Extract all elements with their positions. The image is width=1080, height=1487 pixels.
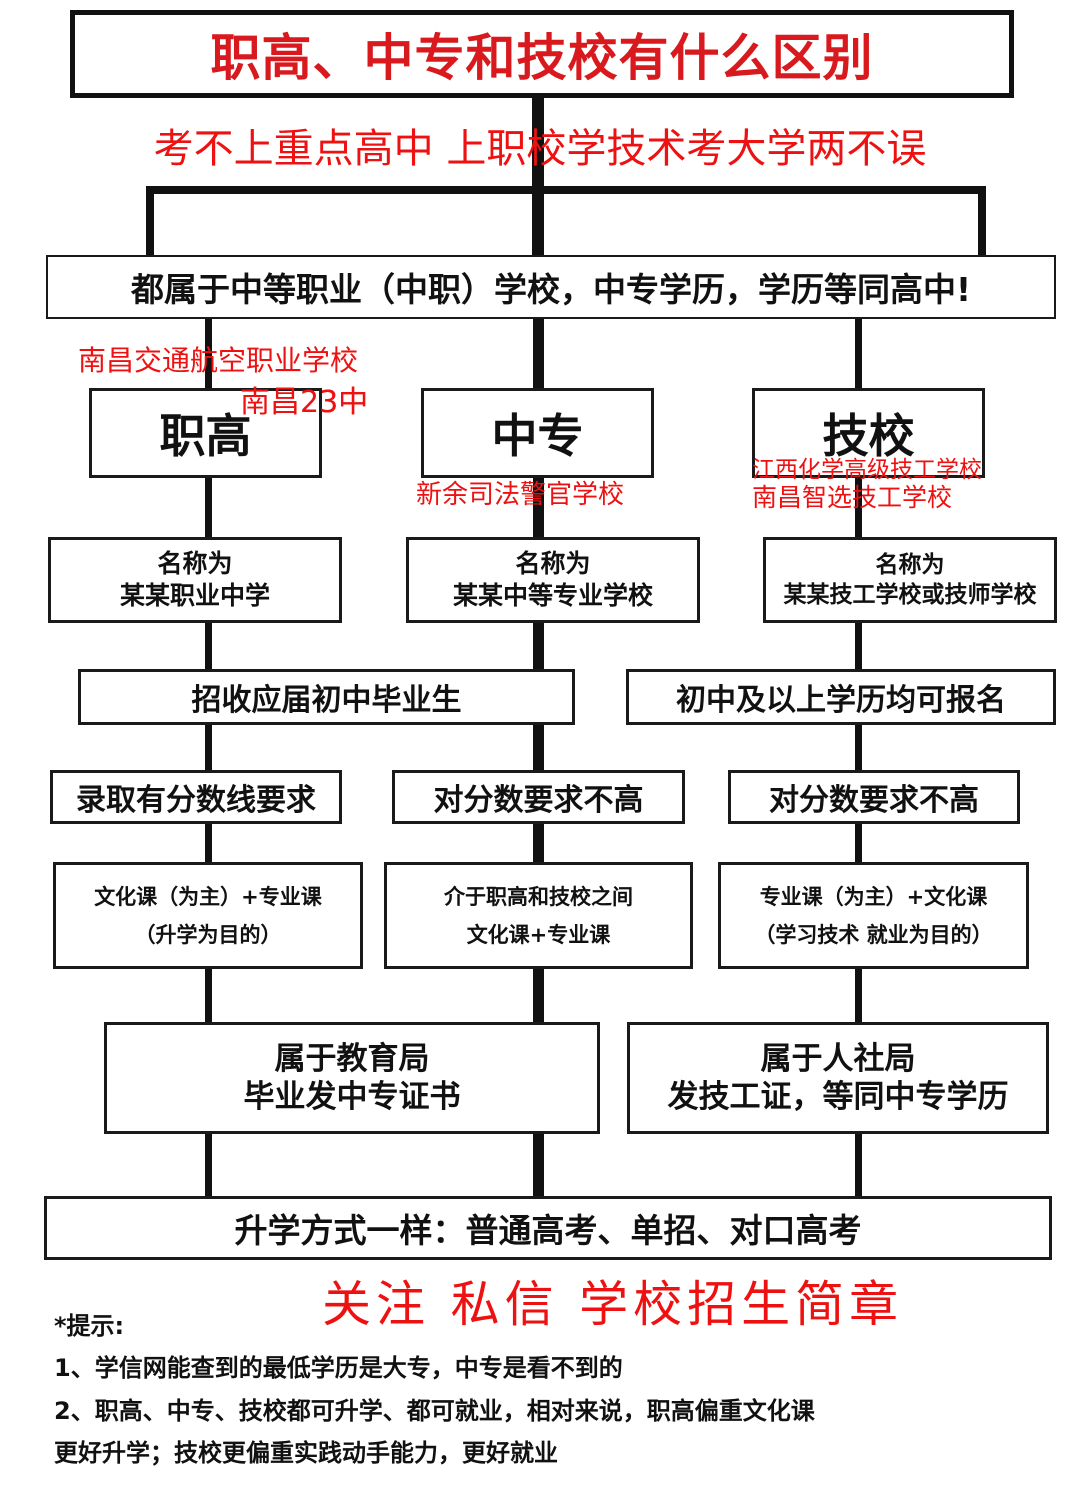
zhongzhuan-school-1: 新余司法警官学校 — [416, 480, 625, 510]
connector-left-column — [205, 318, 212, 1198]
jixiao-naming-line1: 名称为 — [875, 552, 945, 578]
zhigao-naming-line2: 某某职业中学 — [119, 581, 270, 610]
zhigao-curriculum-line1: 文化课（为主）+专业课 — [94, 884, 322, 909]
jixiao-school-1: 江西化学高级技工学校 — [752, 457, 982, 483]
jixiao-school-2: 南昌智选技工学校 — [752, 483, 953, 512]
jixiao-naming-line2: 某某技工学校或技师学校 — [783, 582, 1037, 608]
zhongzhuan-curriculum: 介于职高和技校之间 文化课+专业课 — [384, 862, 693, 969]
banner-bottom: 升学方式一样：普通高考、单招、对口高考 — [44, 1196, 1052, 1260]
page-title: 职高、中专和技校有什么区别 — [210, 29, 874, 87]
zhongzhuan-header: 中专 — [421, 388, 654, 478]
connector-top-left-drop — [146, 186, 154, 256]
enroll-left-text: 招收应届初中毕业生 — [191, 683, 462, 718]
follow-cta: 关注 私信 学校招生简章 — [322, 1276, 904, 1333]
tip-line-1: 1、学信网能查到的最低学历是大专，中专是看不到的 — [54, 1354, 623, 1382]
enroll-left: 招收应届初中毕业生 — [78, 669, 575, 725]
enroll-right-text: 初中及以上学历均可报名 — [676, 683, 1006, 718]
jixiao-score: 对分数要求不高 — [728, 770, 1020, 824]
zhongzhuan-curriculum-line2: 文化课+专业课 — [466, 922, 611, 947]
zhongzhuan-score: 对分数要求不高 — [392, 770, 685, 824]
zhongzhuan-curriculum-line1: 介于职高和技校之间 — [444, 884, 633, 909]
jixiao-score-text: 对分数要求不高 — [769, 783, 979, 818]
dept-left: 属于教育局 毕业发中专证书 — [104, 1022, 600, 1134]
zhongzhuan-naming-line1: 名称为 — [515, 549, 591, 578]
dept-right: 属于人社局 发技工证，等同中专学历 — [627, 1022, 1049, 1134]
dept-right-line1: 属于人社局 — [760, 1041, 916, 1077]
zhongzhuan-naming: 名称为 某某中等专业学校 — [406, 537, 700, 623]
connector-top-bar — [146, 186, 986, 194]
banner-top: 都属于中等职业（中职）学校，中专学历，学历等同高中! — [46, 255, 1056, 319]
zhigao-score: 录取有分数线要求 — [50, 770, 342, 824]
jixiao-curriculum-line1: 专业课（为主）+文化课 — [759, 884, 988, 909]
zhigao-header: 职高 — [89, 388, 322, 478]
dept-right-line2: 发技工证，等同中专学历 — [667, 1079, 1009, 1115]
zhigao-curriculum: 文化课（为主）+专业课 （升学为目的） — [53, 862, 363, 969]
jixiao-curriculum-line2: （学习技术 就业为目的） — [754, 922, 993, 947]
connector-right-column — [855, 318, 862, 1198]
zhongzhuan-score-text: 对分数要求不高 — [433, 783, 644, 818]
title-box: 职高、中专和技校有什么区别 — [70, 10, 1014, 98]
jixiao-naming: 名称为 某某技工学校或技师学校 — [763, 537, 1057, 623]
zhongzhuan-naming-line2: 某某中等专业学校 — [452, 581, 653, 610]
zhigao-naming-line1: 名称为 — [157, 549, 233, 578]
subtitle: 考不上重点高中 上职校学技术考大学两不误 — [153, 126, 927, 172]
jixiao-header: 技校 — [752, 388, 985, 478]
banner-bottom-text: 升学方式一样：普通高考、单招、对口高考 — [234, 1211, 862, 1250]
dept-left-line2: 毕业发中专证书 — [243, 1079, 461, 1115]
zhigao-name: 职高 — [159, 409, 252, 463]
tip-line-3: 更好升学；技校更偏重实践动手能力，更好就业 — [54, 1439, 558, 1467]
dept-left-line1: 属于教育局 — [274, 1041, 430, 1077]
zhigao-curriculum-line2: （升学为目的） — [134, 922, 282, 947]
zhigao-score-text: 录取有分数线要求 — [76, 783, 316, 818]
connector-trunk — [532, 95, 544, 255]
tips-heading: *提示: — [54, 1312, 125, 1340]
zhigao-school-1: 南昌交通航空职业学校 — [78, 344, 359, 377]
banner-top-text: 都属于中等职业（中职）学校，中专学历，学历等同高中! — [130, 270, 972, 309]
zhigao-naming: 名称为 某某职业中学 — [48, 537, 342, 623]
connector-center-column — [533, 318, 544, 1198]
zhongzhuan-name: 中专 — [491, 409, 584, 463]
tip-line-2: 2、职高、中专、技校都可升学、都可就业，相对来说，职高偏重文化课 — [54, 1397, 815, 1425]
zhigao-school-2-overlay: 南昌23中 — [240, 385, 369, 420]
jixiao-curriculum: 专业课（为主）+文化课 （学习技术 就业为目的） — [718, 862, 1029, 969]
connector-top-right-drop — [978, 186, 986, 256]
jixiao-name: 技校 — [822, 409, 915, 463]
enroll-right: 初中及以上学历均可报名 — [626, 669, 1056, 725]
